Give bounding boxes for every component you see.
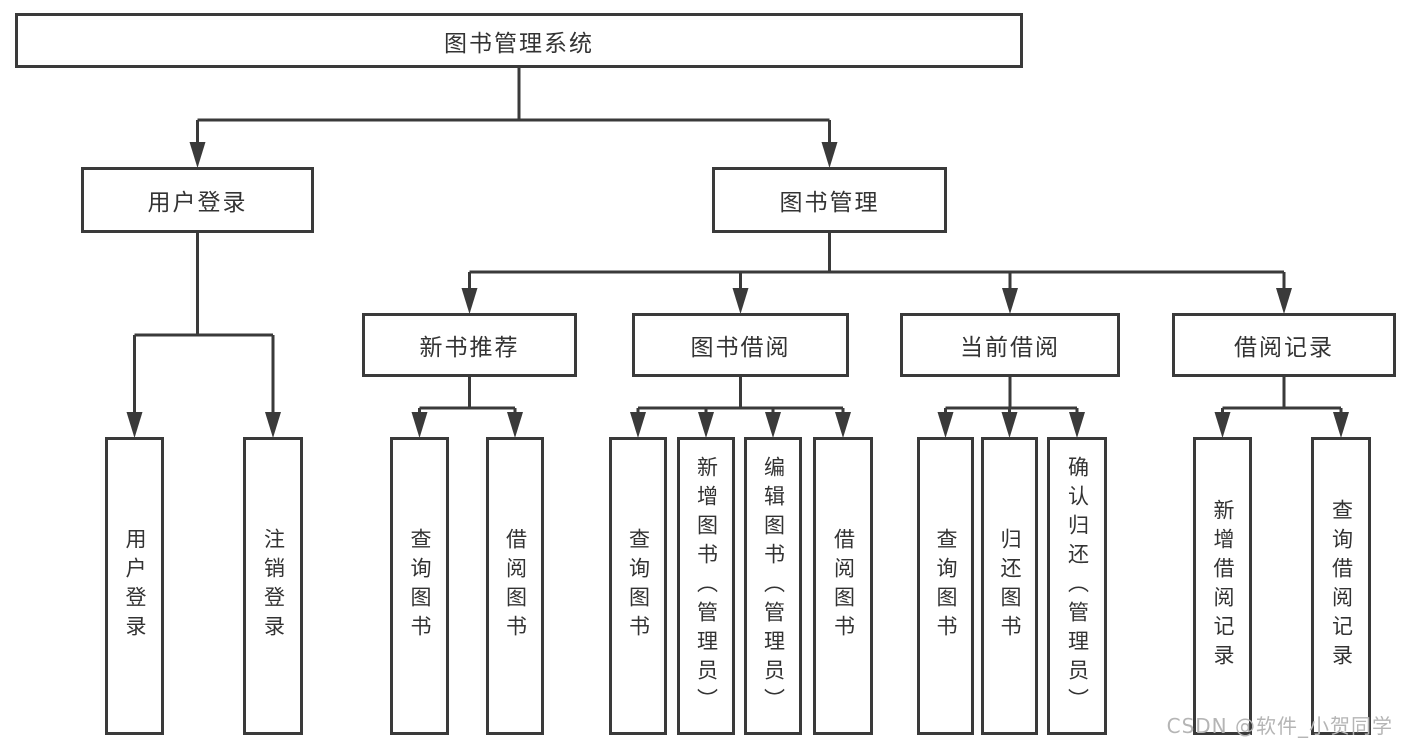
- node-label-current-borrowing: 当前借阅: [960, 335, 1060, 361]
- node-label-borrowing-edit-book: 编辑图书（管理员）: [761, 455, 786, 717]
- arrowhead-icon: [461, 288, 478, 314]
- arrowhead-icon: [1069, 412, 1085, 438]
- node-records-query-record: 查询借阅记录: [1311, 437, 1371, 735]
- arrowhead-icon: [1276, 288, 1292, 314]
- node-book-management: 图书管理: [712, 167, 947, 233]
- node-label-library-management-system: 图书管理系统: [444, 30, 594, 57]
- node-label-borrowing-borrow-book: 借阅图书: [831, 528, 856, 644]
- arrowhead-icon: [732, 288, 749, 314]
- node-current-confirm-return: 确认归还（管理员）: [1047, 437, 1107, 735]
- node-label-borrowing-records: 借阅记录: [1234, 335, 1334, 361]
- node-user-login: 用户登录: [105, 437, 164, 735]
- node-borrowing-borrow-book: 借阅图书: [813, 437, 873, 735]
- node-user-login-group: 用户登录: [81, 167, 314, 233]
- arrowhead-icon: [937, 412, 954, 438]
- node-label-recommend-query-book: 查询图书: [408, 528, 432, 644]
- arrowhead-icon: [1214, 412, 1231, 438]
- node-borrowing-query-book: 查询图书: [609, 437, 667, 735]
- node-label-current-query-book: 查询图书: [934, 528, 958, 644]
- node-records-add-record: 新增借阅记录: [1193, 437, 1252, 735]
- node-current-query-book: 查询图书: [917, 437, 974, 735]
- node-label-records-add-record: 新增借阅记录: [1211, 499, 1235, 673]
- node-label-user-login: 用户登录: [123, 528, 147, 644]
- arrowhead-icon: [126, 412, 143, 438]
- arrowhead-icon: [1333, 412, 1349, 438]
- node-label-new-book-recommend: 新书推荐: [419, 335, 520, 361]
- csdn-watermark: CSDN @软件_小贺同学: [1166, 714, 1393, 738]
- node-label-borrowing-query-book: 查询图书: [626, 528, 651, 644]
- node-borrowing-edit-book: 编辑图书（管理员）: [744, 437, 802, 735]
- node-borrowing-add-book: 新增图书（管理员）: [677, 437, 735, 735]
- node-new-book-recommend: 新书推荐: [362, 313, 577, 377]
- arrowhead-icon: [507, 412, 523, 438]
- arrowhead-icon: [698, 412, 714, 438]
- node-label-current-return-book: 归还图书: [998, 528, 1022, 644]
- node-label-logout: 注销登录: [261, 528, 286, 644]
- node-current-borrowing: 当前借阅: [900, 313, 1120, 377]
- node-borrowing-records: 借阅记录: [1172, 313, 1396, 377]
- node-label-records-query-record: 查询借阅记录: [1329, 499, 1354, 673]
- node-label-book-management: 图书管理: [779, 190, 880, 216]
- node-label-borrowing-add-book: 新增图书（管理员）: [694, 455, 719, 717]
- node-label-recommend-borrow-book: 借阅图书: [503, 528, 528, 644]
- node-recommend-borrow-book: 借阅图书: [486, 437, 544, 735]
- node-book-borrowing: 图书借阅: [632, 313, 849, 377]
- arrowhead-icon: [835, 412, 851, 438]
- node-label-book-borrowing: 图书借阅: [690, 335, 791, 361]
- node-recommend-query-book: 查询图书: [390, 437, 449, 735]
- arrowhead-icon: [821, 142, 838, 168]
- arrowhead-icon: [189, 142, 206, 168]
- node-label-current-confirm-return: 确认归还（管理员）: [1065, 455, 1090, 717]
- arrowhead-icon: [1002, 288, 1018, 314]
- node-current-return-book: 归还图书: [981, 437, 1038, 735]
- node-label-user-login-group: 用户登录: [147, 190, 248, 216]
- arrowhead-icon: [1001, 412, 1018, 438]
- arrowhead-icon: [411, 412, 428, 438]
- arrowhead-icon: [265, 412, 281, 438]
- arrowhead-icon: [765, 412, 781, 438]
- node-library-management-system: 图书管理系统: [15, 13, 1023, 68]
- node-logout: 注销登录: [243, 437, 303, 735]
- arrowhead-icon: [630, 412, 646, 438]
